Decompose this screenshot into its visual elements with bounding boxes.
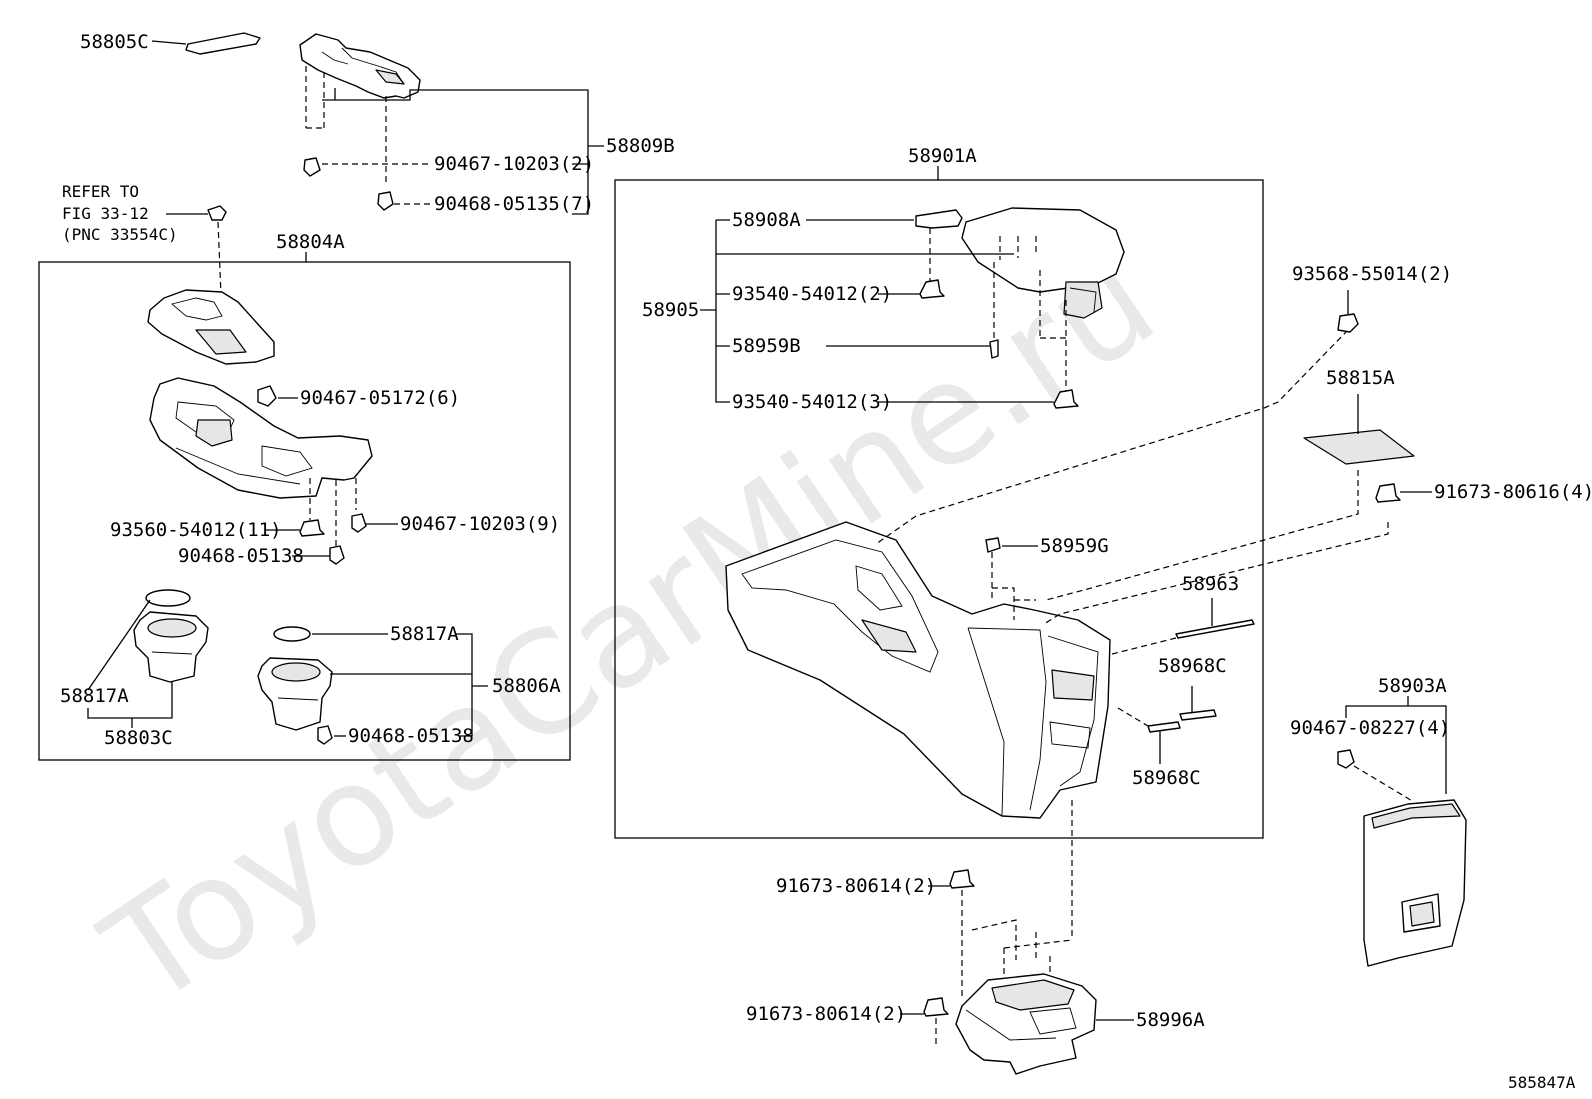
label-58815A: 58815A [1326,367,1395,389]
label-58908A: 58908A [732,209,801,231]
label-58804A: 58804A [276,231,345,253]
label-58968C-lower: 58968C [1132,767,1201,789]
label-58968C-upper: 58968C [1158,655,1227,677]
label-58996A: 58996A [1136,1009,1205,1031]
screw-93540-54012-2 [919,279,945,299]
clip-90468-05138-cup [317,725,333,745]
screw-93540-54012-3 [1053,389,1079,409]
label-58901A: 58901A [908,145,977,167]
part-armrest-lid [961,207,1125,319]
screw-91673-80614-top [949,869,975,889]
label-93540-54012-3: 93540-54012(3) [732,391,892,413]
pin-58968C-upper [1179,709,1217,721]
pin-58959B [989,339,999,359]
label-93540-54012-2: 93540-54012(2) [732,283,892,305]
part-upper-panel [147,289,275,365]
label-58806A: 58806A [492,675,561,697]
label-93560-54012-11: 93560-54012(11) [110,519,282,541]
part-shift-bezel [149,377,373,499]
label-91673-80614-2-bottom: 91673-80614(2) [746,1003,906,1025]
label-91673-80616-4: 91673-80616(4) [1434,481,1592,503]
screw-91673-80614-bottom [923,997,949,1017]
label-58817A-left: 58817A [60,685,129,707]
group-box-58804A [38,261,571,761]
part-58996A [955,973,1097,1075]
clip-90468-05138-box [329,545,345,565]
clip-90467-08227 [1337,749,1355,769]
part-58803C [133,611,209,683]
refer-line-1: REFER TO [62,182,139,201]
part-console-body [725,521,1111,819]
part-58805C [151,32,261,55]
refer-line-2: FIG 33-12 [62,204,149,223]
screw-58959G [985,537,1001,553]
label-58803C: 58803C [104,727,173,749]
label-58963: 58963 [1182,573,1239,595]
clip-90467-10203-box [351,513,367,533]
clip-90467-05172 [257,385,277,407]
refer-clip [207,205,227,221]
screw-91673-80616 [1375,483,1401,503]
screw-93560-54012 [299,519,325,537]
pin-58968C-lower [1147,721,1181,733]
part-58806A [257,657,333,731]
label-90467-05172-6: 90467-05172(6) [300,387,460,409]
label-58959G: 58959G [1040,535,1109,557]
clip-90467-10203-top [303,157,321,177]
label-58905: 58905 [642,299,699,321]
screw-93568-55014 [1337,313,1359,333]
label-58903A: 58903A [1378,675,1447,697]
label-90467-10203-2: 90467-10203(2) [434,153,594,175]
hinge-58908A [915,209,963,229]
label-58805C: 58805C [80,31,149,53]
label-90467-10203-9: 90467-10203(9) [400,513,560,535]
part-58903A [1363,799,1467,967]
label-90468-05138-b: 90468-05138 [348,725,474,747]
label-91673-80614-2-top: 91673-80614(2) [776,875,936,897]
label-58817A-right: 58817A [390,623,459,645]
group-box-58901A [614,179,1264,839]
clip-90468-05135 [377,191,394,211]
label-90468-05135-7: 90468-05135(7) [434,193,594,215]
label-93568-55014-2: 93568-55014(2) [1292,263,1452,285]
part-58963-rod [1175,619,1255,639]
label-58809B: 58809B [606,135,675,157]
figure-id: 585847A [1508,1073,1576,1092]
label-90467-08227-4: 90467-08227(4) [1290,717,1450,739]
ring-58817A-left [145,589,191,607]
ring-58817A-right [273,626,311,642]
label-58959B: 58959B [732,335,801,357]
refer-line-3: (PNC 33554C) [62,225,178,244]
part-58815A [1303,429,1415,465]
label-90468-05138-a: 90468-05138 [178,545,304,567]
part-58809B [299,33,421,99]
